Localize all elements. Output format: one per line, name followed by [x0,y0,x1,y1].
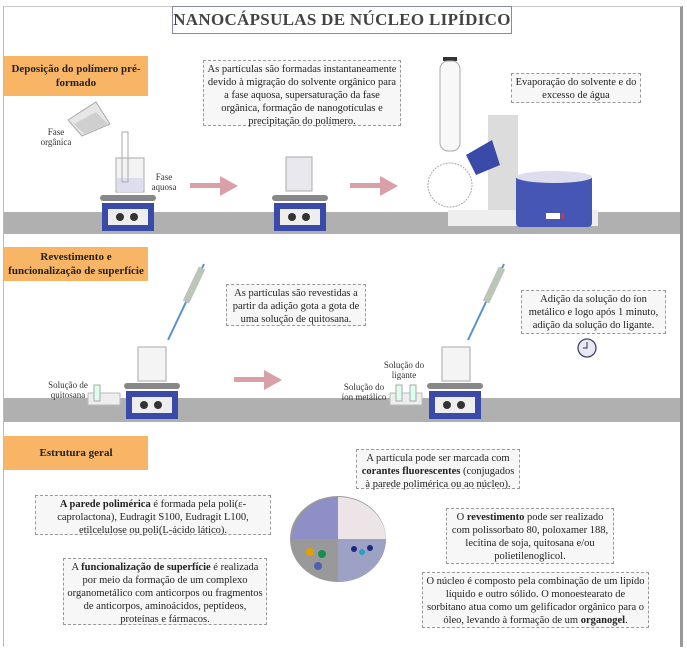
test-tube-rack-icon [87,384,121,406]
beaker-with-funnel-icon [115,131,145,193]
arrow-right-icon [350,176,398,196]
text: O [456,512,467,523]
figure-title: NANOCÁPSULAS DE NÚCLEO LIPÍDICO [172,6,512,34]
section-header-coating-functionalization: Revestimento e funcionalização de superf… [4,247,148,281]
text-bold: A parede polimérica [59,499,151,510]
rotary-evaporator-icon [427,57,598,227]
label-organic-phase: Fase orgânica [40,127,72,147]
callout-lipid-core: O núcleo é composto pela combinação de u… [422,572,649,628]
text: A [71,562,82,573]
callout-evaporation: Evaporação do solvente e do excesso de á… [511,73,641,103]
beaker-icon [137,346,167,382]
text-bold: organogel [580,615,626,626]
micropipette-icon [467,263,506,341]
pouring-beaker-icon [67,101,111,137]
hot-plate-stirrer-icon [272,195,328,231]
callout-polymeric-wall: A parede polimérica é formada pela poli(… [35,495,271,536]
callout-metal-ion-ligand: Adição da solução do íon metálico e logo… [521,290,666,334]
section-header-polymer-deposition: Deposição do polímero pré-formado [4,56,148,96]
text: (conjugados à parede polimérica ou ao nú… [365,466,515,490]
callout-surface-functionalization: A funcionalização de superfície é realiz… [63,558,267,625]
test-tube-rack-icon [389,384,423,406]
text: é realizada por meio da formação de um c… [67,562,263,625]
beaker-nanoparticles-icon [285,156,313,192]
label-metal-ion-solution: Solução do íon metálico [341,382,387,402]
nanocapsule-icon [290,496,386,582]
beaker-icon [441,346,471,382]
text: A partícula pode ser marcada com [366,453,510,464]
clock-icon [577,338,597,358]
arrow-right-icon [234,370,282,390]
text: . [625,615,628,626]
text-bold: revestimento [466,512,525,523]
text-bold: corantes fluorescentes [361,466,461,477]
micropipette-icon [167,263,206,341]
callout-fluorescent-dyes: A partícula pode ser marcada com corante… [356,449,520,490]
text: O núcleo é composto pela combinação de u… [426,576,645,626]
label-ligand-solution: Solução do ligante [383,360,425,380]
text: é formada pela poli(ε-caprolactona), Eud… [57,499,249,536]
arrow-right-icon [190,176,238,196]
text-bold: funcionalização de superfície [81,562,211,573]
hot-plate-stirrer-icon [427,383,483,419]
callout-coating: O revestimento pode ser realizado com po… [446,508,614,564]
callout-particle-formation: As partículas são formadas instantaneame… [203,60,401,127]
label-aqueous-phase: Fase aquosa [151,172,177,192]
text: pode ser realizado com polissorbato 80, … [451,512,609,562]
callout-chitosan-coating: As partículas são revestidas a partir da… [226,284,366,326]
label-chitosan-solution: Solução de quitosana [48,380,88,400]
section-header-general-structure: Estrutura geral [4,436,148,470]
hot-plate-stirrer-icon [124,383,180,419]
hot-plate-stirrer-icon [100,195,156,231]
